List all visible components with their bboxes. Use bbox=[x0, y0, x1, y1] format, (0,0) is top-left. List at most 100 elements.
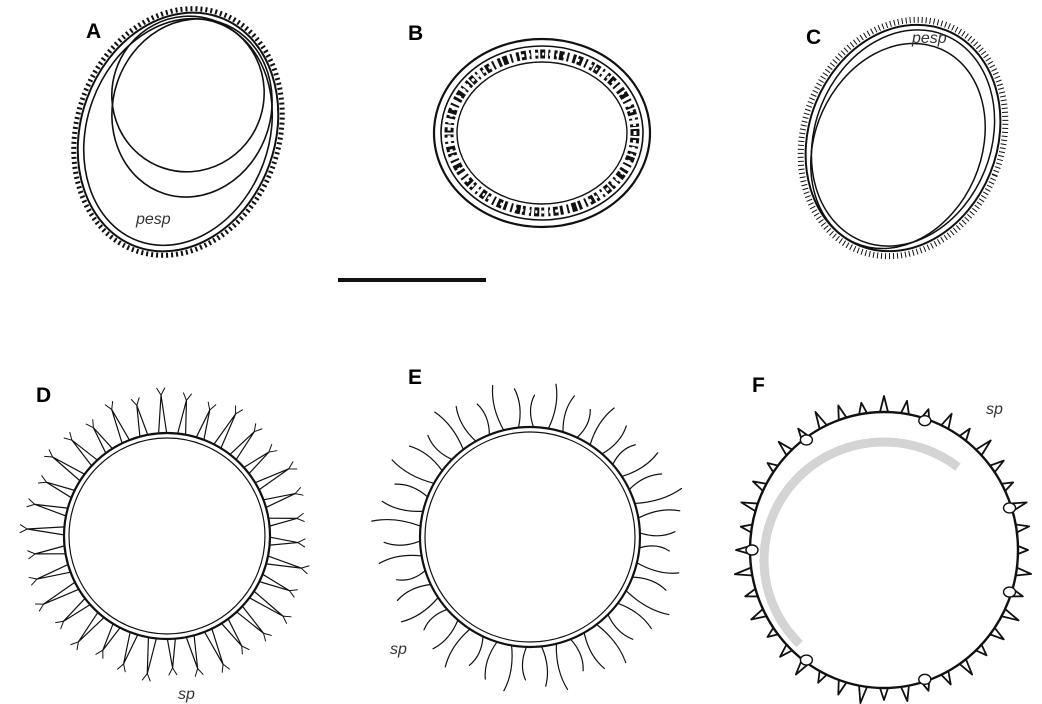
process-tip bbox=[118, 664, 126, 672]
branched-process bbox=[35, 546, 65, 554]
branched-process bbox=[46, 482, 74, 497]
spine bbox=[608, 615, 633, 640]
spine bbox=[548, 384, 556, 428]
process-tip bbox=[105, 402, 112, 410]
branched-process bbox=[103, 624, 120, 650]
process-tip bbox=[298, 539, 305, 547]
panel-a: A pesp bbox=[40, 0, 316, 285]
bulb bbox=[919, 416, 931, 426]
panel-d-inner-wall bbox=[69, 438, 265, 634]
panel-f: F sp bbox=[735, 374, 1031, 703]
panel-b-wall-inner-line bbox=[441, 46, 643, 220]
spine bbox=[397, 571, 426, 581]
branched-process bbox=[167, 639, 175, 668]
spine bbox=[590, 408, 614, 445]
process-tip bbox=[301, 566, 309, 574]
spine bbox=[477, 404, 489, 435]
process-tip bbox=[45, 450, 53, 457]
process bbox=[780, 645, 792, 657]
panel-c: C pesp bbox=[766, 0, 1040, 287]
spine bbox=[563, 396, 574, 432]
spine bbox=[640, 532, 675, 536]
panel-d: D sp bbox=[20, 384, 309, 703]
process-tip bbox=[295, 488, 303, 496]
spine bbox=[433, 620, 458, 649]
branched-process bbox=[186, 635, 197, 668]
spine bbox=[577, 410, 590, 438]
panel-e-sp-label: sp bbox=[390, 641, 407, 658]
panel-d-sp-label: sp bbox=[178, 686, 195, 703]
process bbox=[880, 396, 888, 412]
panel-a-inner-body bbox=[92, 0, 285, 192]
spine bbox=[469, 636, 483, 665]
bulb bbox=[800, 435, 812, 445]
spine bbox=[635, 489, 682, 504]
branched-process bbox=[259, 574, 289, 590]
spine bbox=[384, 541, 420, 545]
panel-b-inner-wall bbox=[457, 62, 627, 204]
process-tip bbox=[254, 424, 262, 432]
panel-f-shadow bbox=[764, 442, 1004, 678]
process-tip bbox=[297, 513, 304, 521]
panel-e-inner-wall bbox=[425, 432, 635, 642]
branched-process bbox=[64, 598, 90, 621]
branched-process bbox=[264, 494, 296, 508]
panel-a-outer-wall bbox=[45, 0, 311, 280]
branched-process bbox=[249, 591, 283, 616]
branched-process bbox=[159, 395, 167, 433]
spine bbox=[626, 591, 669, 615]
process-tip bbox=[64, 432, 72, 440]
bulb bbox=[1004, 503, 1016, 513]
bulb bbox=[1004, 587, 1016, 597]
spine bbox=[618, 603, 652, 628]
spine bbox=[571, 639, 584, 671]
process-tip bbox=[289, 462, 297, 469]
process bbox=[859, 686, 867, 703]
panel-c-pesp-label: pesp bbox=[911, 30, 947, 47]
branched-process bbox=[270, 537, 298, 545]
process-tip bbox=[289, 590, 297, 597]
process bbox=[880, 688, 888, 700]
process bbox=[901, 401, 909, 414]
spine bbox=[556, 644, 567, 690]
process-tip bbox=[27, 499, 35, 507]
spine bbox=[379, 555, 421, 563]
process-tip bbox=[283, 616, 291, 623]
panel-d-outer-wall bbox=[64, 433, 270, 639]
process-tip bbox=[71, 642, 79, 650]
process-tip bbox=[86, 420, 93, 428]
process-tip bbox=[169, 668, 177, 675]
panel-f-sp-label: sp bbox=[986, 401, 1003, 418]
branched-process bbox=[72, 440, 97, 466]
spine bbox=[584, 633, 604, 669]
spine bbox=[456, 406, 476, 441]
branched-process bbox=[124, 632, 138, 664]
process-tip bbox=[264, 633, 272, 641]
spine bbox=[597, 624, 626, 662]
panel-b-outer-wall bbox=[434, 39, 650, 227]
branched-process bbox=[78, 612, 104, 641]
spine bbox=[632, 577, 666, 590]
process-tip bbox=[183, 393, 191, 400]
branched-process bbox=[222, 619, 242, 646]
spine bbox=[382, 501, 423, 511]
spine bbox=[514, 389, 520, 428]
process-tip bbox=[96, 650, 103, 658]
branched-process bbox=[230, 432, 254, 460]
panel-e-letter: E bbox=[408, 366, 422, 389]
spine bbox=[428, 435, 452, 459]
branched-process bbox=[196, 410, 209, 440]
bulb bbox=[919, 674, 931, 684]
branched-process bbox=[112, 410, 130, 444]
spine bbox=[629, 474, 661, 490]
bulb bbox=[746, 545, 758, 555]
panel-b-letter: B bbox=[408, 22, 423, 45]
panel-e: E sp bbox=[372, 366, 682, 691]
branched-process bbox=[27, 527, 64, 535]
spine bbox=[639, 546, 669, 551]
process-tip bbox=[236, 406, 243, 414]
process-tip bbox=[56, 621, 64, 629]
branched-process bbox=[266, 556, 301, 568]
branched-process bbox=[269, 518, 297, 526]
